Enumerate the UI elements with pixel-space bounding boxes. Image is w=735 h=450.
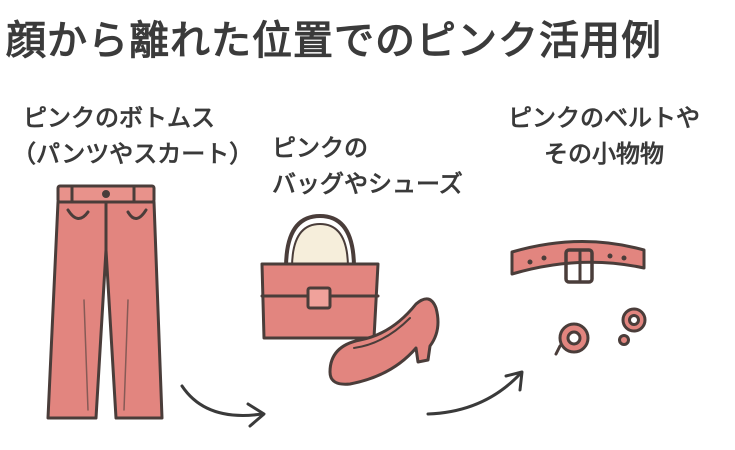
pants-icon	[46, 184, 164, 420]
label-belt-line2: その小物物	[544, 140, 664, 168]
label-bag-shoes-line1: ピンクの	[272, 134, 368, 162]
arrow-up-right-icon	[426, 370, 524, 416]
label-bag-shoes-line2: バッグやシューズ	[272, 170, 463, 198]
handbag-icon	[260, 214, 380, 340]
label-bottoms: ピンクのボトムス （パンツやスカート）	[12, 100, 254, 172]
label-belt-line1: ピンクのベルトや	[508, 104, 700, 132]
belt-icon	[510, 240, 646, 284]
label-bottoms-line2: （パンツやスカート）	[12, 140, 254, 168]
earrings-icon	[554, 307, 647, 356]
shoe-icon	[328, 297, 440, 386]
arrow-right-icon	[180, 384, 266, 428]
label-belt-accessories: ピンクのベルトや その小物物	[494, 100, 714, 172]
label-bottoms-line1: ピンクのボトムス	[23, 104, 215, 132]
page-title: 顔から離れた位置でのピンク活用例	[6, 18, 662, 64]
label-bag-shoes: ピンクの バッグやシューズ	[272, 130, 463, 202]
